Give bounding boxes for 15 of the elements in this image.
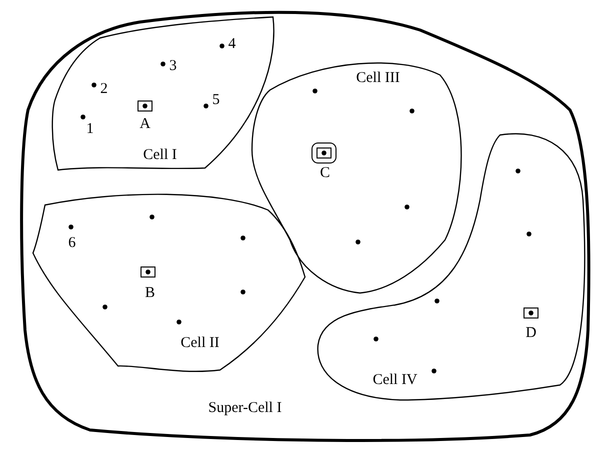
point-number: 3 <box>169 58 177 74</box>
super-cell-label: Super-Cell I <box>208 400 282 416</box>
point-number: 4 <box>228 36 236 52</box>
point-number: 1 <box>86 121 94 137</box>
point-number: 5 <box>212 92 220 108</box>
point-letter: A <box>140 116 150 132</box>
cell-label: Cell IV <box>372 372 418 388</box>
point-letter: B <box>145 285 155 301</box>
cell-label: Cell III <box>356 70 400 86</box>
point-number: 2 <box>100 81 108 97</box>
point-number: 6 <box>68 235 76 251</box>
point-letter: C <box>320 165 330 181</box>
point-letter: D <box>526 325 536 341</box>
cell-label: Cell II <box>180 335 220 351</box>
cell-label: Cell I <box>143 147 177 163</box>
